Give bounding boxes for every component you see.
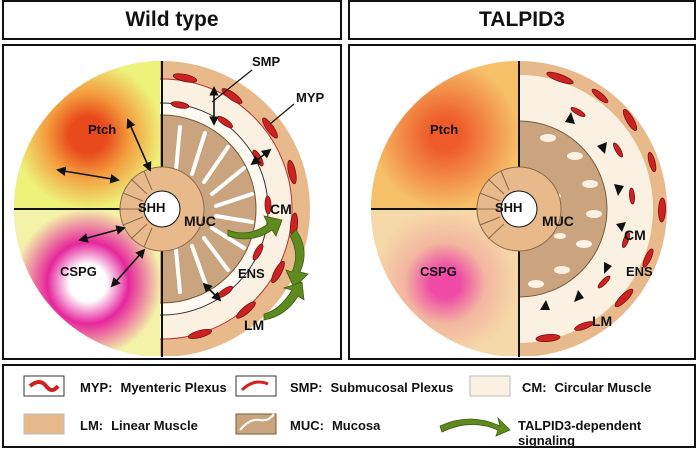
ptch-label-talpid3: Ptch — [430, 122, 458, 137]
wild-type-diagram: Ptch SHH CSPG MUC CM ENS LM SMP MYP — [14, 54, 325, 357]
legend-swatches — [23, 375, 511, 437]
smp-swatch — [235, 375, 277, 397]
signaling-arrow-icon — [439, 416, 511, 437]
cspg-label: CSPG — [60, 264, 97, 279]
legend-myp: MYP:Myenteric Plexus — [80, 380, 227, 395]
lm-label: LM — [244, 317, 264, 333]
ens-label: ENS — [238, 266, 265, 281]
myp-label: MYP — [296, 90, 325, 105]
shh-label: SHH — [138, 200, 165, 215]
cspg-gradient-quadrant — [14, 209, 162, 356]
cspg-label-talpid3: CSPG — [420, 264, 457, 279]
ptch-gradient-quadrant — [14, 61, 162, 209]
cm-label: CM — [270, 201, 292, 217]
cm-label-talpid3: CM — [624, 227, 646, 243]
legend-lm: LM:Linear Muscle — [80, 418, 198, 433]
legend-cm: CM:Circular Muscle — [522, 380, 652, 395]
cspg-gradient-quadrant-talpid3 — [371, 209, 519, 356]
smp-label: SMP — [252, 54, 281, 69]
shh-label-talpid3: SHH — [495, 200, 522, 215]
wild-type-title: Wild type — [2, 0, 342, 40]
talpid3-diagram: Ptch SHH CSPG MUC CM ENS LM — [371, 61, 667, 357]
ptch-label: Ptch — [88, 122, 116, 137]
legend-signal: TALPID3-dependent signaling — [518, 418, 642, 448]
legend-box: MYP:Myenteric Plexus SMP:Submucosal Plex… — [2, 364, 696, 448]
ptch-gradient-quadrant-talpid3 — [371, 61, 519, 209]
legend-smp: SMP:Submucosal Plexus — [290, 380, 454, 395]
mucosa-talpid3 — [519, 120, 608, 298]
muc-label: MUC — [184, 213, 216, 229]
lm-swatch — [23, 413, 65, 435]
legend-muc: MUC:Mucosa — [290, 418, 381, 433]
ens-label-talpid3: ENS — [626, 264, 653, 279]
muc-label-talpid3: MUC — [542, 213, 574, 229]
lm-label-talpid3: LM — [592, 313, 612, 329]
cm-swatch — [469, 375, 511, 397]
talpid3-title: TALPID3 — [348, 0, 696, 40]
